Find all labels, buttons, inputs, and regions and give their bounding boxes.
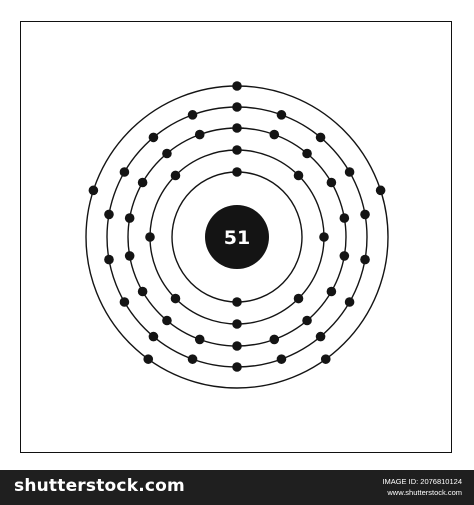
electron	[194, 334, 205, 345]
electron	[326, 286, 337, 297]
electron	[148, 331, 159, 342]
electron	[88, 185, 99, 196]
electron	[187, 354, 198, 364]
electron	[293, 170, 304, 181]
electron	[302, 315, 312, 326]
bohr-model-diagram: 51	[85, 81, 389, 389]
electron	[319, 232, 329, 242]
electron	[339, 213, 350, 223]
electron	[232, 341, 242, 351]
electron	[232, 102, 242, 112]
image-canvas: 51	[20, 21, 452, 453]
electron	[232, 123, 242, 133]
electron	[326, 177, 337, 188]
electron	[137, 177, 148, 188]
electron	[315, 331, 326, 342]
electron	[232, 362, 242, 372]
electron	[344, 167, 355, 177]
electron	[269, 129, 280, 140]
electron	[194, 129, 205, 140]
brand-logo: shutterstock.com	[14, 476, 185, 496]
electron	[145, 232, 155, 242]
electron	[170, 293, 181, 304]
electron	[339, 251, 350, 261]
electron	[232, 297, 242, 307]
nucleus	[205, 205, 269, 269]
electron	[162, 315, 172, 326]
site-url-label: www.shutterstock.com	[387, 488, 462, 497]
electron	[148, 132, 159, 143]
footer-bar: shutterstock.com IMAGE ID: 2076810124 ww…	[0, 470, 474, 505]
electron	[232, 319, 242, 329]
electron	[360, 209, 370, 220]
electron	[315, 132, 326, 143]
electrons	[88, 81, 386, 372]
electron	[232, 145, 242, 155]
electron	[276, 354, 287, 364]
electron	[232, 167, 242, 177]
electron	[232, 81, 242, 91]
electron	[137, 286, 148, 297]
electron	[170, 170, 181, 181]
electron	[276, 110, 287, 120]
electron	[124, 251, 135, 261]
electron	[269, 334, 280, 345]
electron	[293, 293, 304, 304]
electron	[124, 213, 135, 223]
electron	[143, 354, 154, 364]
electron	[360, 254, 370, 265]
electron	[119, 297, 130, 307]
nucleus-atomic-number: 51	[224, 227, 250, 249]
electron	[104, 254, 114, 265]
electron	[302, 148, 312, 159]
electron	[187, 110, 198, 120]
electron	[320, 354, 331, 364]
image-id-label: IMAGE ID: 2076810124	[382, 477, 462, 486]
electron	[344, 297, 355, 307]
electron	[375, 185, 386, 196]
electron	[162, 148, 172, 159]
electron	[119, 167, 130, 177]
electron	[104, 209, 114, 220]
